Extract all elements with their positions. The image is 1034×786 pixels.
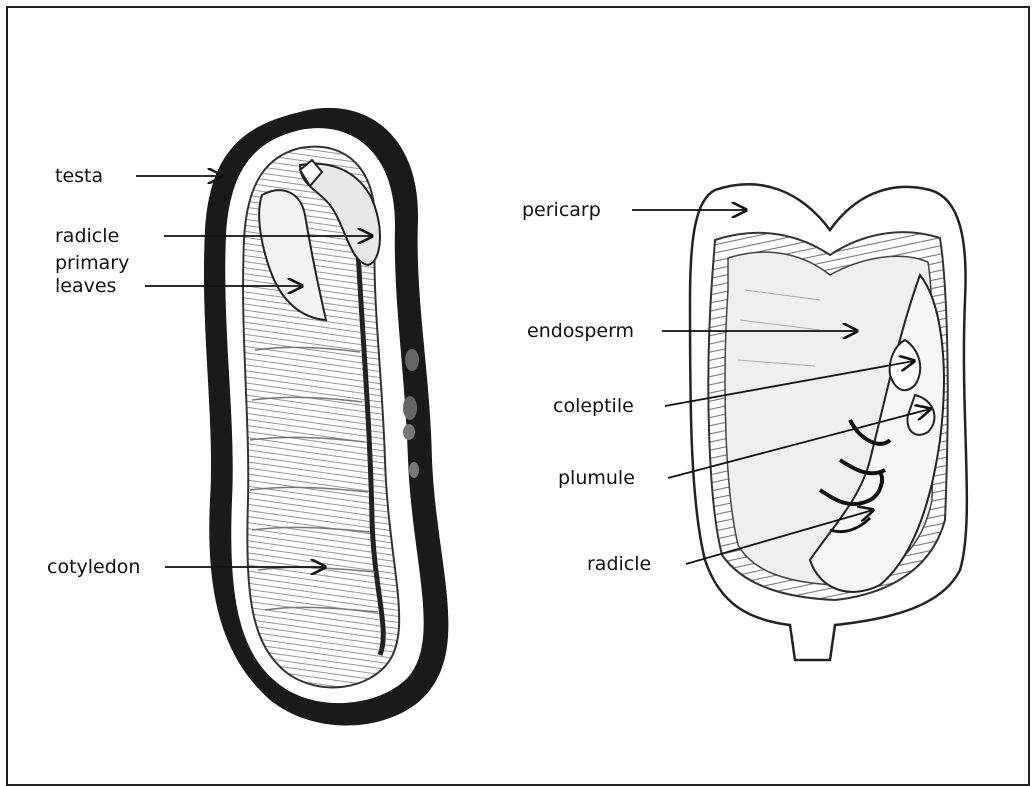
label-plumule: plumule — [558, 467, 635, 489]
label-radicle-right: radicle — [587, 553, 651, 575]
label-cotyledon: cotyledon — [47, 556, 140, 578]
label-leaves: leaves — [55, 275, 116, 297]
label-pericarp: pericarp — [522, 199, 601, 221]
label-testa: testa — [55, 165, 103, 187]
label-endosperm: endosperm — [527, 320, 634, 342]
label-coleptile: coleptile — [553, 395, 634, 417]
maize-seed — [690, 184, 967, 660]
bean-seed — [204, 108, 448, 726]
label-primary: primary — [55, 252, 129, 274]
label-radicle-left: radicle — [55, 225, 119, 247]
